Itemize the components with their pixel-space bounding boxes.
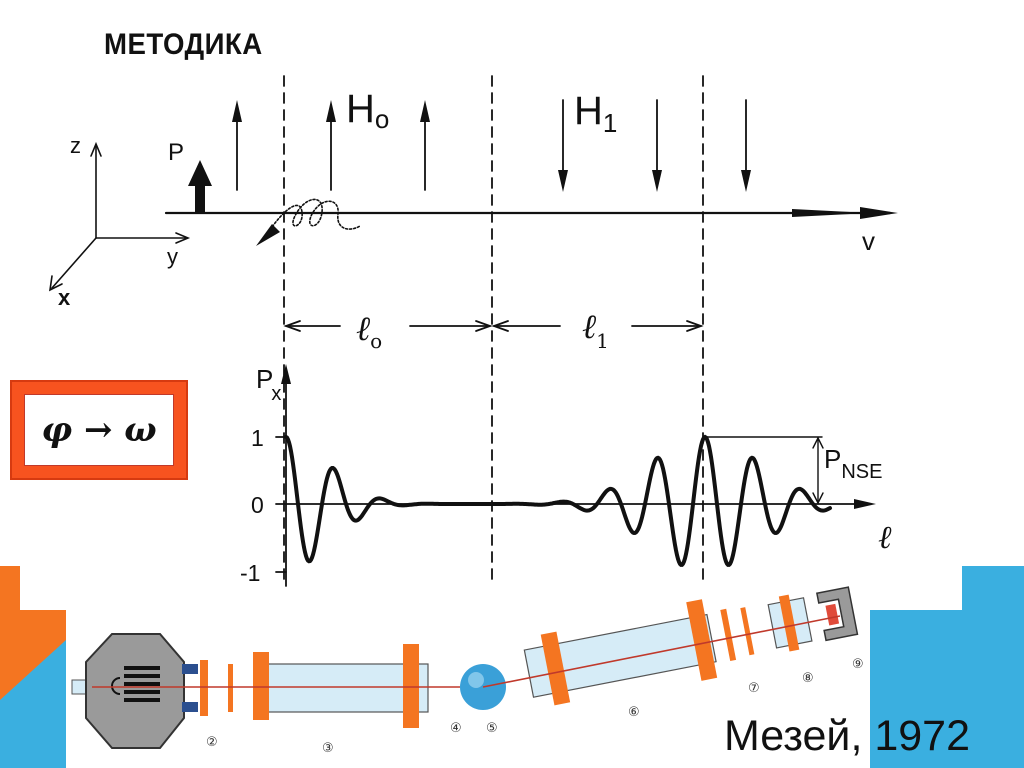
coil-2-flange-right [686, 599, 718, 681]
field-boundaries [283, 75, 704, 587]
citation-text: Мезей, 1972 [724, 712, 970, 760]
spectrometer-schematic: ② ③ ④ ⑤ ⑥ ⑦ ⑧ ⑨ [71, 586, 864, 756]
precession-coil-2 [523, 613, 717, 698]
field-h0-label: Ho [346, 87, 389, 134]
pnse-bracket [704, 436, 824, 505]
slide-title: МЕТОДИКА [104, 28, 263, 61]
coordinate-axes [48, 141, 191, 292]
z-axis-label: z [70, 133, 81, 158]
precession-coil-1 [267, 663, 429, 713]
coil-1-flange-left [253, 652, 269, 720]
second-arm [523, 586, 859, 706]
component-number-2: ② [206, 735, 218, 750]
x-axis-label: x [58, 285, 71, 310]
neutron-source-housing [71, 633, 198, 749]
pi-flipper-2 [740, 607, 755, 656]
component-number-8: ⑧ [802, 671, 814, 686]
component-number-4: ④ [450, 721, 462, 736]
plot-ytick-1: 1 [251, 425, 264, 451]
y-axis-label: y [167, 244, 178, 269]
component-number-7: ⑦ [748, 681, 760, 696]
pi-half-flipper-2 [720, 608, 737, 661]
component-number-5: ⑤ [486, 721, 498, 736]
plot-ytick-minus1: -1 [240, 560, 260, 586]
length-l1-label: ℓ1 [582, 307, 609, 353]
polarization-label: P [168, 139, 184, 166]
coil-2-flange-left [540, 631, 571, 706]
field-h1-label: H1 [574, 89, 617, 138]
precession-diagram [48, 75, 898, 587]
length-l0-label: ℓo [356, 309, 382, 353]
beam-path-2 [482, 615, 841, 688]
detector [815, 586, 859, 642]
component-number-9: ⑨ [852, 657, 864, 672]
length-dimension-arrows [283, 320, 704, 332]
diagram-labels: z y x P v Ho H1 ℓo ℓ1 Px 1 0 -1 ℓ PNSE [58, 87, 892, 586]
coil-1-flange-right [403, 644, 419, 728]
left-blue-decoration [0, 640, 66, 768]
right-blue-decoration [870, 566, 1024, 768]
pi-half-flipper-1 [228, 664, 233, 712]
velocity-arrowhead [860, 207, 898, 219]
polarizer-flipper [200, 660, 208, 716]
component-numbers: ② ③ ④ ⑤ ⑥ ⑦ ⑧ ⑨ [206, 657, 864, 756]
plot-ytick-0: 0 [251, 492, 264, 518]
velocity-label: v [862, 226, 875, 256]
plot-xlabel: ℓ [878, 518, 892, 556]
formula-text: φ → ω [24, 394, 174, 466]
formula-box: φ → ω [10, 380, 188, 480]
component-number-6: ⑥ [628, 705, 640, 720]
plot-axes [275, 364, 876, 587]
polarization-oscillation-curve [284, 434, 832, 567]
field-h1-arrows [558, 99, 751, 192]
pnse-label: PNSE [824, 444, 882, 483]
velocity-arrow [792, 209, 870, 217]
plot-ylabel: Px [256, 364, 281, 405]
spin-precession-curl [256, 198, 361, 246]
component-number-3: ③ [322, 741, 334, 756]
polarization-arrow [188, 160, 212, 214]
velocity-selector-icon [124, 666, 160, 702]
field-h0-arrows [232, 100, 430, 191]
